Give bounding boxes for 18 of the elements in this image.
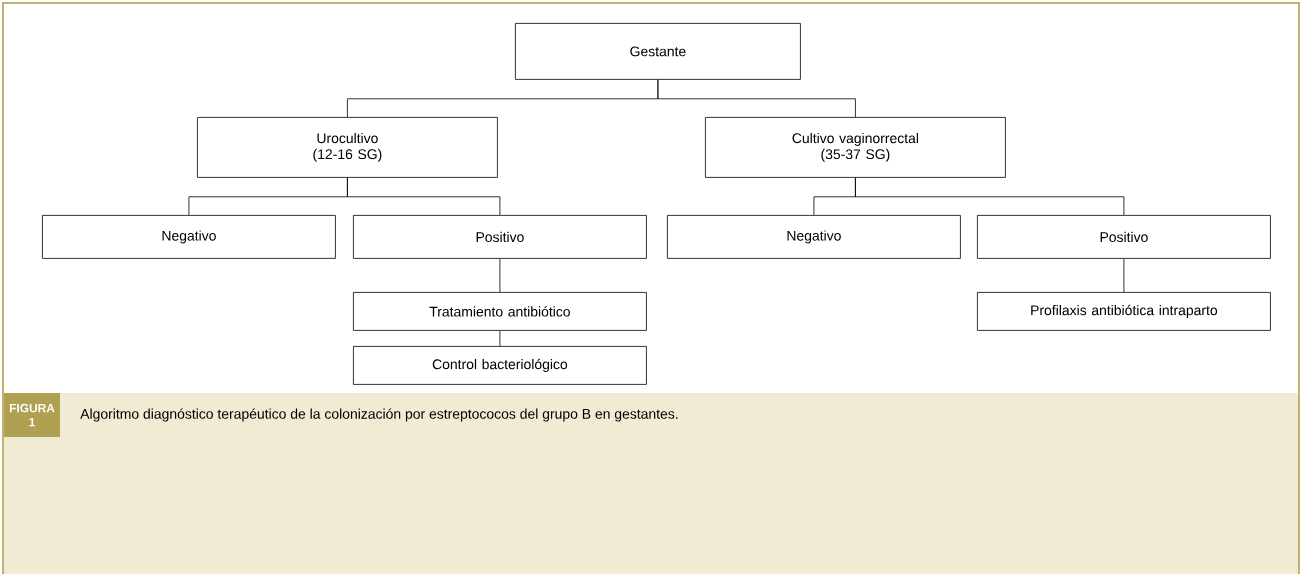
process-box: Positivo bbox=[353, 215, 647, 259]
connector bbox=[347, 177, 501, 216]
process-box: Urocultivo (12-16 SG) bbox=[197, 117, 498, 178]
process-box: Gestante bbox=[515, 23, 801, 80]
connector bbox=[855, 177, 1125, 216]
connector bbox=[657, 79, 856, 118]
connector bbox=[1123, 258, 1125, 293]
figure-badge: FIGURA 1 bbox=[4, 393, 60, 437]
process-box: Negativo bbox=[42, 215, 336, 259]
process-box: Negativo bbox=[667, 215, 961, 259]
process-box: Cultivo vaginorrectal (35-37 SG) bbox=[705, 117, 1006, 178]
caption: Algoritmo diagnóstico terapéutico de la colonización por estreptococos del grupo B en gestantes. bbox=[80, 408, 678, 422]
process-box: Control bacteriológico bbox=[353, 346, 647, 385]
connector bbox=[499, 330, 501, 347]
process-box: Positivo bbox=[977, 215, 1271, 259]
connector bbox=[499, 258, 501, 293]
process-box: Profilaxis antibiótica intraparto bbox=[977, 292, 1271, 331]
process-box: Tratamiento antibiótico bbox=[353, 292, 647, 331]
